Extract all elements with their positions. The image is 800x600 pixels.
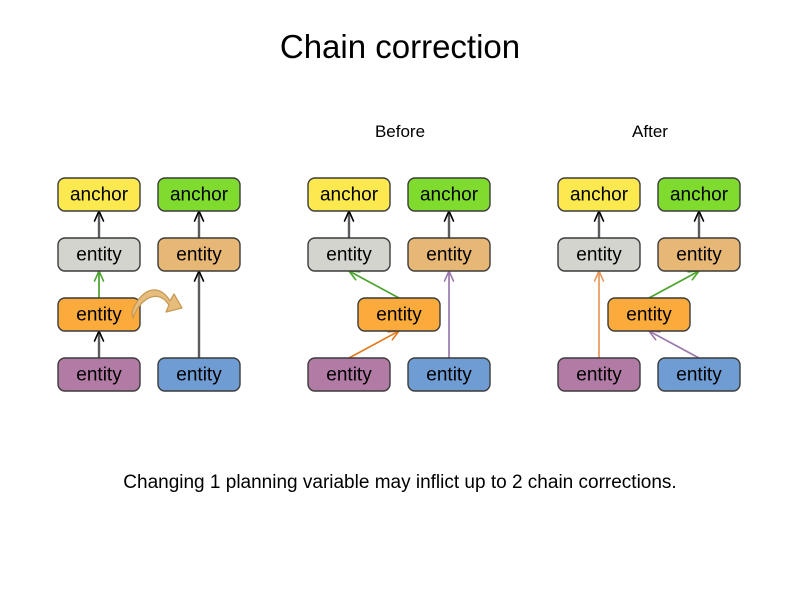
entity-node[interactable]: entity (357, 297, 441, 332)
node-box (57, 297, 141, 332)
node-label: entity (426, 365, 472, 386)
chain-link (593, 269, 605, 358)
chain-link (647, 330, 700, 359)
entity-node[interactable]: entity (57, 297, 141, 332)
chain-diagram-after: anchor anchor entity entity entity entity enti… (557, 177, 741, 392)
anchor-node[interactable]: anchor (307, 177, 391, 212)
node-label: entity (76, 365, 122, 386)
anchor-node[interactable]: anchor (557, 177, 641, 212)
node-label: anchor (320, 185, 379, 206)
entity-node[interactable]: entity (407, 237, 491, 272)
node-label: entity (326, 365, 372, 386)
node-box (157, 177, 241, 212)
node-box (557, 357, 641, 392)
entity-node[interactable]: entity (557, 237, 641, 272)
node-label: anchor (670, 185, 729, 206)
chain-link (348, 330, 401, 359)
node-label: anchor (170, 185, 229, 206)
node-label: entity (676, 365, 722, 386)
node-box (157, 357, 241, 392)
chain-link (593, 209, 605, 238)
node-box (557, 237, 641, 272)
node-label: anchor (420, 185, 479, 206)
node-label: entity (176, 365, 222, 386)
node-box (307, 237, 391, 272)
before-label: Before (374, 122, 426, 141)
entity-node[interactable]: entity (307, 237, 391, 272)
node-box (557, 177, 641, 212)
page-title: Chain correction (279, 28, 521, 65)
after-label: After (632, 122, 668, 141)
anchor-node[interactable]: anchor (407, 177, 491, 212)
node-box (57, 237, 141, 272)
node-label: entity (76, 305, 122, 326)
slide-caption: Changing 1 planning variable may inflict… (123, 472, 677, 493)
node-box (657, 237, 741, 272)
entity-node[interactable]: entity (157, 357, 241, 392)
move-arrow-icon (131, 289, 183, 319)
node-box (57, 177, 141, 212)
node-label: entity (376, 305, 422, 326)
node-box (307, 357, 391, 392)
chain-link (193, 209, 205, 238)
entity-node[interactable]: entity (157, 237, 241, 272)
anchor-node[interactable]: anchor (657, 177, 741, 212)
node-label: anchor (570, 185, 629, 206)
chain-link (443, 269, 455, 358)
node-box (307, 177, 391, 212)
node-label: entity (326, 245, 372, 266)
node-label: entity (176, 245, 222, 266)
anchor-node[interactable]: anchor (157, 177, 241, 212)
chain-link (93, 269, 105, 298)
chain-link (443, 209, 455, 238)
chain-link (93, 329, 105, 358)
node-label: entity (676, 245, 722, 266)
node-box (407, 177, 491, 212)
chain-link (93, 209, 105, 238)
node-box (657, 177, 741, 212)
chain-diagram-initial: anchor anchor entity entity entity entity enti… (57, 177, 241, 392)
node-box (607, 297, 691, 332)
entity-node[interactable]: entity (57, 237, 141, 272)
node-box (407, 237, 491, 272)
node-label: entity (576, 365, 622, 386)
node-label: entity (576, 245, 622, 266)
chain-link (347, 270, 400, 299)
chain-link (193, 269, 205, 358)
chain-diagram-before: anchor anchor entity entity entity entity enti… (307, 177, 491, 392)
node-box (157, 237, 241, 272)
node-label: entity (76, 245, 122, 266)
node-label: entity (426, 245, 472, 266)
node-label: entity (626, 305, 672, 326)
chain-link (693, 209, 705, 238)
entity-node[interactable]: entity (57, 357, 141, 392)
node-box (407, 357, 491, 392)
entity-node[interactable]: entity (657, 237, 741, 272)
node-box (357, 297, 441, 332)
node-label: anchor (70, 185, 129, 206)
entity-node[interactable]: entity (407, 357, 491, 392)
entity-node[interactable]: entity (557, 357, 641, 392)
entity-node[interactable]: entity (607, 297, 691, 332)
entity-node[interactable]: entity (657, 357, 741, 392)
chain-link (648, 270, 701, 299)
entity-node[interactable]: entity (307, 357, 391, 392)
node-box (57, 357, 141, 392)
chain-link (343, 209, 355, 238)
anchor-node[interactable]: anchor (57, 177, 141, 212)
node-box (657, 357, 741, 392)
